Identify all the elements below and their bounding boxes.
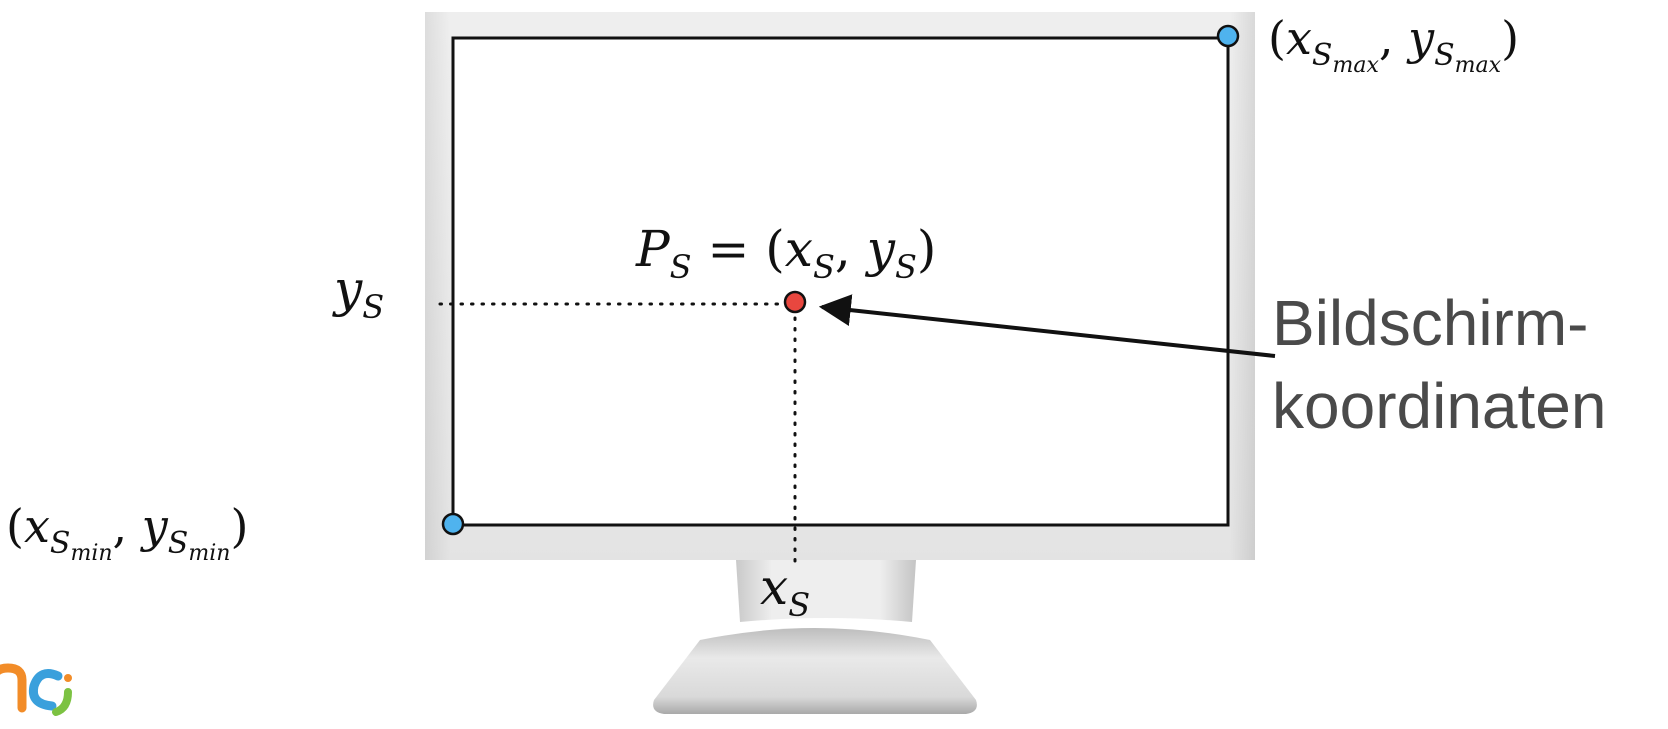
logo-icon — [0, 663, 72, 716]
ys-label: yS — [332, 260, 384, 326]
point-ps-label: PS = (xS, yS) — [635, 220, 936, 286]
caption-line-1: Bildschirm- — [1272, 287, 1588, 359]
corner-max-label: (xSmax, ySmax) — [1268, 11, 1519, 78]
point-ps-marker — [783, 290, 807, 314]
monitor-base — [653, 628, 977, 714]
monitor-neck — [736, 560, 916, 622]
caption-line-2: koordinaten — [1272, 370, 1606, 442]
monitor-screen — [451, 36, 1230, 527]
monitor-icon — [425, 12, 1255, 714]
xs-label: xS — [760, 558, 810, 624]
pointer-arrow — [818, 294, 1276, 358]
corner-min-label: (xSmin, ySmin) — [6, 499, 248, 566]
corner-min-marker — [441, 512, 465, 536]
corner-max-marker — [1216, 24, 1240, 48]
